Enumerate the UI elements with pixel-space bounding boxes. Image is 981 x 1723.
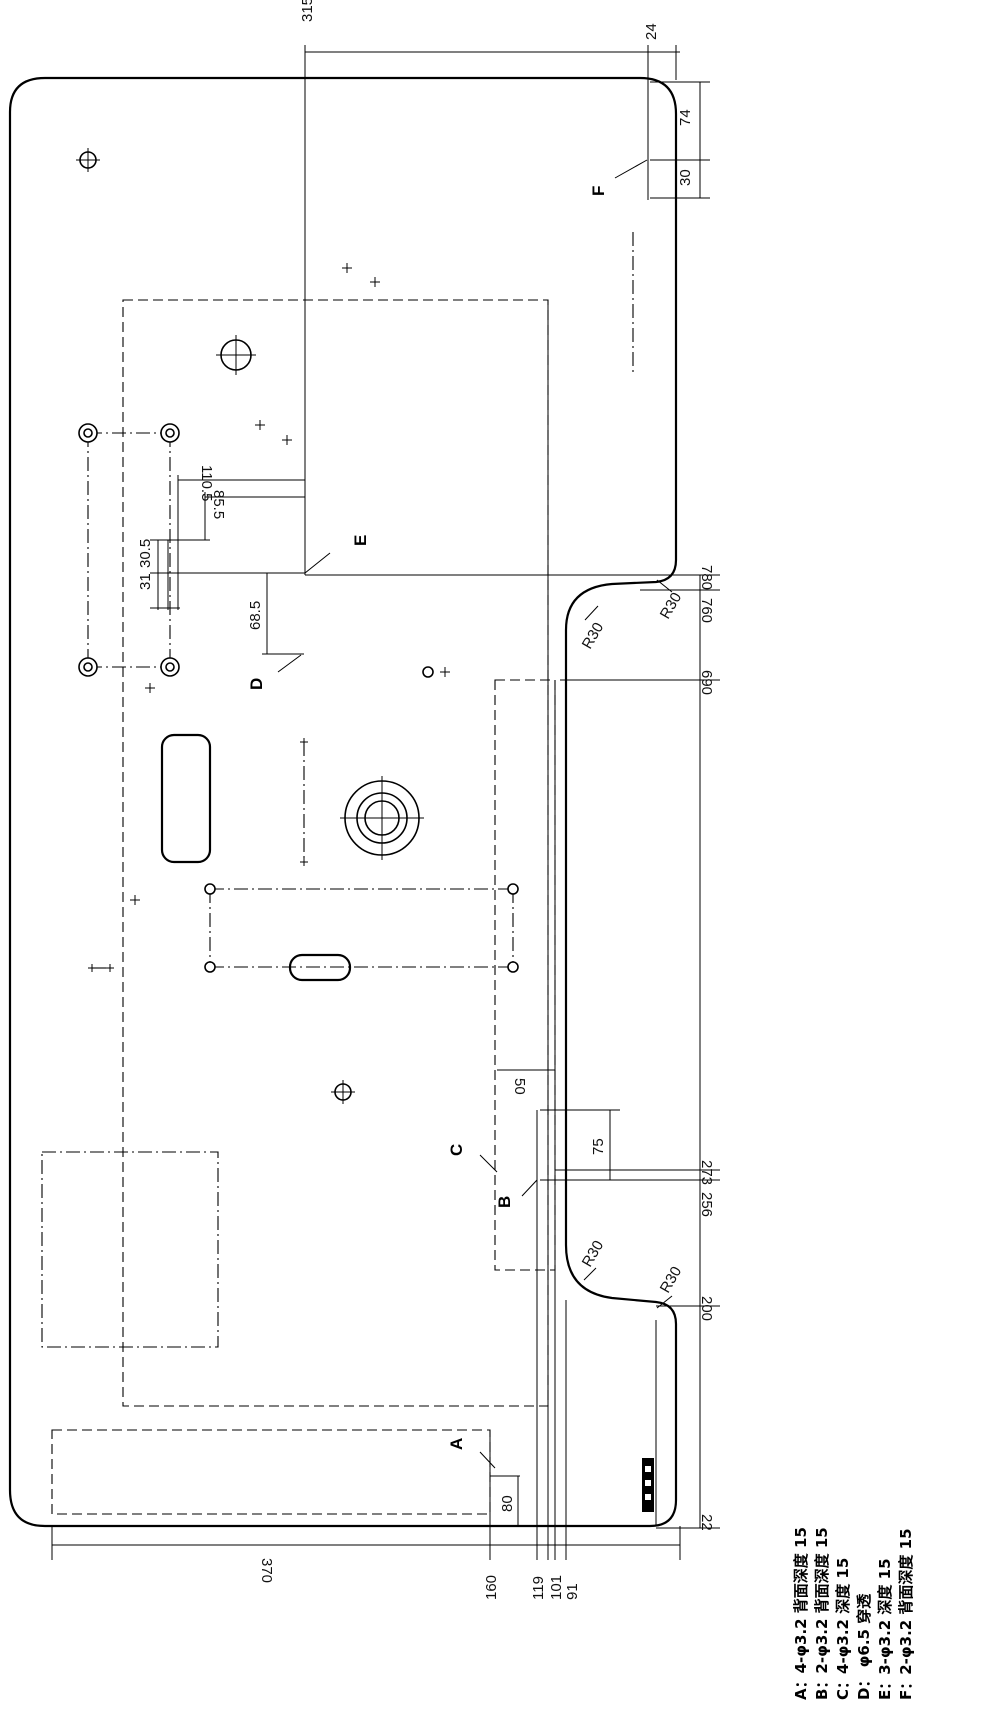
label-b: B — [495, 1196, 514, 1208]
label-a: A — [447, 1438, 466, 1450]
leader-lines — [277, 159, 673, 1469]
label-f: F — [589, 186, 608, 196]
bottom-left-box — [51, 1429, 491, 1515]
radius-r30-lower-a: R30 — [579, 1238, 607, 1270]
radius-r30-upper-b: R30 — [657, 590, 685, 622]
hole-top-left — [76, 148, 100, 172]
label-c: C — [447, 1144, 466, 1156]
legend-line-b: B：2-φ3.2 背面深度 15 — [813, 1527, 831, 1700]
dim-370: 370 — [258, 1558, 275, 1583]
dim-119: 119 — [530, 1576, 547, 1600]
small-crosses — [88, 263, 450, 972]
dim-780: 780 — [698, 565, 715, 590]
dim-690: 690 — [698, 670, 715, 695]
dim-30: 30 — [677, 169, 694, 186]
legend-line-e: E：3-φ3.2 深度 15 — [876, 1558, 894, 1700]
dimension-lines — [51, 45, 720, 1560]
dim-315: 315 — [299, 0, 316, 22]
bobbin-hole — [340, 776, 424, 860]
dim-24: 24 — [643, 23, 660, 40]
legend-line-d: D： φ6.5 穿透 — [855, 1593, 873, 1700]
dim-75: 75 — [590, 1138, 607, 1155]
dim-80: 80 — [499, 1495, 516, 1512]
dim-22: 22 — [698, 1514, 715, 1531]
dim-760: 760 — [698, 598, 715, 623]
legend: A：4-φ3.2 背面深度 15 B：2-φ3.2 背面深度 15 C：4-φ3… — [792, 1527, 915, 1700]
legend-line-a: A：4-φ3.2 背面深度 15 — [792, 1527, 810, 1700]
slot-large — [160, 733, 212, 864]
dim-200: 200 — [698, 1296, 715, 1321]
dim-30-5: 30.5 — [137, 539, 154, 568]
hole-lower — [331, 1080, 355, 1104]
label-d: D — [247, 678, 266, 690]
dim-31: 31 — [137, 573, 154, 590]
board-outline — [8, 76, 678, 1528]
dim-256: 256 — [698, 1192, 715, 1217]
top-left-box — [41, 1151, 219, 1348]
dim-85-5: 85.5 — [210, 490, 227, 519]
dim-110-5: 110.5 — [198, 465, 215, 501]
hole-large — [216, 335, 256, 375]
c-holes — [204, 883, 519, 973]
radius-r30-upper-a: R30 — [579, 620, 607, 652]
legend-line-f: F：2-φ3.2 背面深度 15 — [897, 1528, 915, 1700]
machine-outline-dashed — [122, 299, 549, 1407]
legend-line-c: C：4-φ3.2 深度 15 — [834, 1558, 852, 1700]
dim-68-5: 68.5 — [247, 601, 264, 630]
bed-cutout-dashed — [494, 679, 556, 1271]
radius-r30-lower-b: R30 — [657, 1264, 685, 1296]
juki-logo — [642, 1458, 654, 1512]
dim-101: 101 — [548, 1575, 565, 1600]
dim-50: 50 — [511, 1078, 528, 1095]
dim-273: 273 — [698, 1160, 715, 1185]
label-e: E — [351, 535, 370, 546]
dim-91: 91 — [564, 1583, 581, 1600]
hole-690 — [422, 666, 434, 678]
dim-160: 160 — [483, 1575, 500, 1600]
dim-74: 74 — [677, 109, 694, 126]
mount-holes — [78, 423, 180, 677]
